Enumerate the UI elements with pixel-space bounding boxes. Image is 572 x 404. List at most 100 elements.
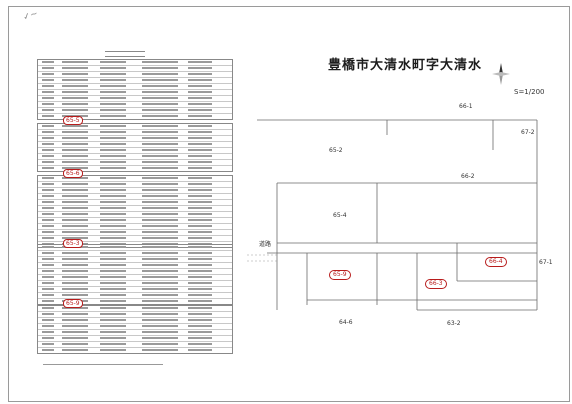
table-cell	[142, 115, 178, 117]
map-title: 豊橋市大清水町字大清水	[328, 58, 483, 73]
table-row	[38, 96, 232, 102]
table-cell	[100, 246, 126, 248]
highlighted-parcel: 66-3	[425, 279, 447, 289]
table-cell	[142, 73, 178, 75]
table-cell	[100, 207, 126, 209]
table-cell	[42, 213, 54, 215]
table-cell	[100, 231, 126, 233]
table-cell	[42, 167, 54, 169]
table-row	[38, 90, 232, 96]
table-cell	[62, 294, 88, 296]
table-cell	[100, 91, 126, 93]
table-cell	[62, 97, 88, 99]
table-cell	[142, 183, 178, 185]
table-cell	[62, 213, 88, 215]
table-cell	[62, 131, 88, 133]
table-cell	[42, 343, 54, 345]
table-cell	[188, 85, 212, 87]
table-cell	[42, 307, 54, 309]
table-cell	[62, 258, 88, 260]
table-cell	[188, 115, 212, 117]
parcel-badge: 65-9	[63, 299, 83, 308]
table-cell	[100, 79, 126, 81]
highlighted-parcel: 65-9	[329, 270, 351, 280]
table-cell	[62, 270, 88, 272]
table-cell	[142, 131, 178, 133]
table-cell	[142, 91, 178, 93]
table-row	[38, 348, 232, 353]
table-cell	[62, 109, 88, 111]
table-cell	[42, 207, 54, 209]
table-cell	[142, 276, 178, 278]
table-row	[38, 148, 232, 154]
table-cell	[100, 155, 126, 157]
table-cell	[142, 331, 178, 333]
table-cell	[142, 252, 178, 254]
table-cell	[142, 177, 178, 179]
table-cell	[62, 343, 88, 345]
table-cell	[100, 137, 126, 139]
table-row	[38, 206, 232, 212]
table-cell	[188, 246, 212, 248]
table-row	[38, 102, 232, 108]
table-row	[38, 330, 232, 336]
table-cell	[42, 103, 54, 105]
table-row	[38, 182, 232, 188]
coordinate-table	[37, 123, 233, 172]
table-cell	[188, 237, 212, 239]
table-cell	[188, 97, 212, 99]
table-cell	[188, 294, 212, 296]
table-cell	[62, 143, 88, 145]
table-cell	[100, 349, 126, 351]
table-cell	[62, 167, 88, 169]
table-cell	[188, 319, 212, 321]
table-cell	[188, 264, 212, 266]
table-cell	[188, 177, 212, 179]
table-cell	[100, 313, 126, 315]
table-cell	[188, 73, 212, 75]
table-cell	[100, 183, 126, 185]
table-cell	[142, 143, 178, 145]
table-cell	[142, 161, 178, 163]
table-cell	[188, 270, 212, 272]
table-cell	[142, 313, 178, 315]
table-cell	[100, 201, 126, 203]
table-cell	[100, 319, 126, 321]
table-row	[38, 224, 232, 230]
table-cell	[188, 288, 212, 290]
table-cell	[100, 258, 126, 260]
table-cell	[42, 219, 54, 221]
table-cell	[62, 195, 88, 197]
table-cell	[62, 231, 88, 233]
table-cell	[42, 319, 54, 321]
table-cell	[100, 294, 126, 296]
table-cell	[42, 237, 54, 239]
table-row	[38, 160, 232, 166]
table-cell	[142, 349, 178, 351]
table-cell	[100, 177, 126, 179]
table-cell	[188, 137, 212, 139]
road-label: 道路	[259, 241, 272, 248]
table-cell	[62, 85, 88, 87]
table-cell	[42, 337, 54, 339]
table-cell	[100, 264, 126, 266]
table-cell	[142, 258, 178, 260]
table-row	[38, 136, 232, 142]
parcel-label: 65-2	[329, 147, 343, 154]
table-row	[38, 312, 232, 318]
table-cell	[42, 231, 54, 233]
tables-title-rule	[105, 51, 145, 57]
table-cell	[188, 252, 212, 254]
table-cell	[100, 189, 126, 191]
table-cell	[188, 349, 212, 351]
table-cell	[142, 125, 178, 127]
table-cell	[142, 109, 178, 111]
table-cell	[142, 294, 178, 296]
table-cell	[188, 155, 212, 157]
table-cell	[142, 282, 178, 284]
total-rule	[43, 361, 163, 365]
table-cell	[188, 167, 212, 169]
table-cell	[100, 325, 126, 327]
parcel-label: 63-2	[447, 320, 461, 327]
table-row	[38, 318, 232, 324]
